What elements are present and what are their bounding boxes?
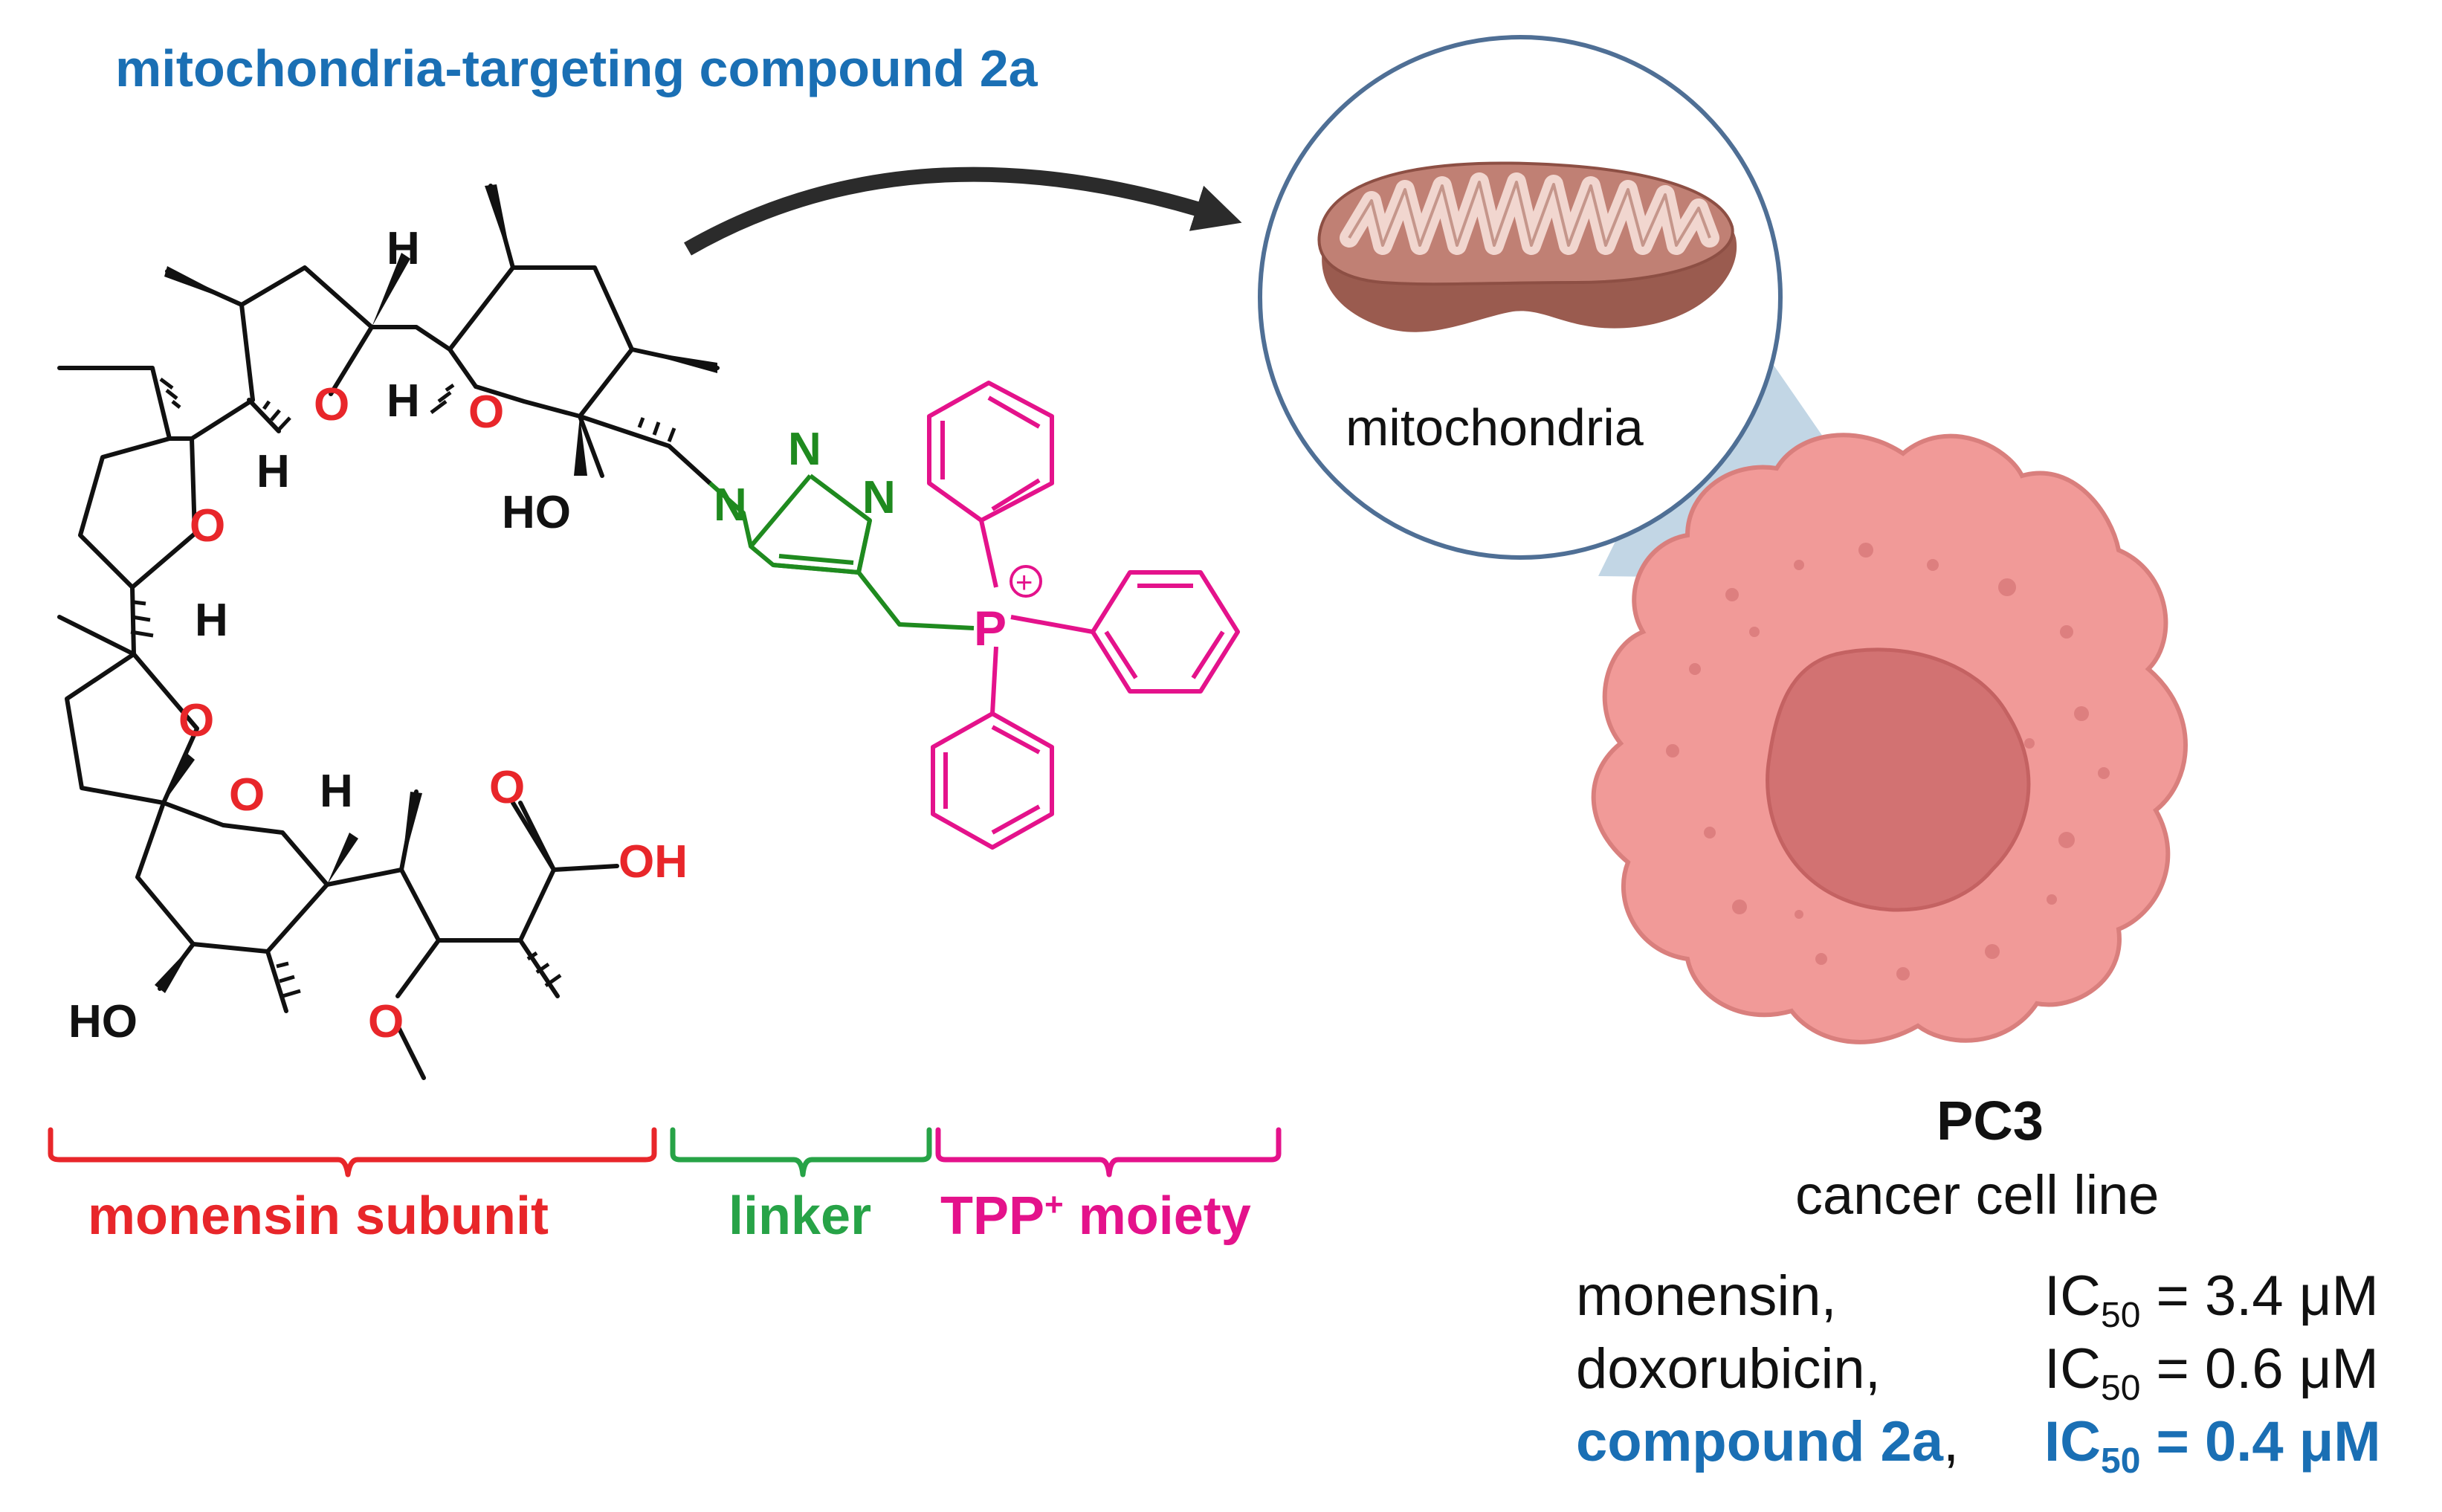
svg-text:N: N (862, 472, 896, 523)
cell-line-subtitle: cancer cell line (1795, 1164, 2160, 1226)
hydroxyl-h-overlays: H (502, 487, 535, 538)
triazole-atoms: N N N (714, 424, 896, 531)
svg-text:+: + (1015, 566, 1033, 599)
tpp-text: TPP (940, 1186, 1045, 1246)
ic50-value: IC50 = 0.4 μM (2044, 1410, 2381, 1482)
svg-text:H: H (320, 766, 353, 817)
mitochondrion-illustration (1317, 161, 1737, 332)
linker-bracket (670, 1127, 932, 1177)
svg-text:N: N (714, 479, 747, 531)
tpp-atoms: P + (974, 565, 1042, 656)
svg-text:H: H (256, 446, 290, 497)
cell-granules (1666, 543, 2110, 980)
svg-text:O: O (468, 387, 504, 438)
svg-text:O: O (229, 769, 265, 821)
monensin-bonds (57, 184, 720, 1080)
monensin-subunit-label: monensin subunit (88, 1186, 549, 1246)
tpp-suffix: moiety (1063, 1186, 1251, 1246)
tpp-bracket (935, 1127, 1282, 1177)
stereo-wedges (155, 184, 717, 993)
svg-text:O: O (190, 500, 225, 552)
segment-brackets (48, 1127, 1282, 1177)
svg-text:O: O (178, 695, 214, 746)
monensin-bracket (48, 1127, 657, 1177)
svg-text:P: P (974, 601, 1007, 656)
ic50-value: IC50 = 3.4 μM (2044, 1264, 2379, 1336)
cell-nucleus (1766, 647, 2031, 912)
cancer-cell (1591, 433, 2188, 1044)
monensin-atoms: O O O O O O O OH HO HO H H H H H (68, 223, 688, 1047)
cell-line-name: PC3 (1937, 1090, 2044, 1151)
stereo-hashes (130, 378, 676, 998)
svg-text:H: H (387, 223, 420, 274)
svg-text:O: O (489, 762, 525, 813)
figure-title: mitochondria-targeting compound 2a (115, 39, 1038, 97)
ic50-value: IC50 = 0.6 μM (2044, 1337, 2379, 1409)
ic50-compound: monensin, (1576, 1264, 1837, 1328)
tpp-bonds (927, 381, 1240, 850)
svg-text:O: O (368, 996, 404, 1047)
svg-text:H: H (195, 595, 228, 646)
svg-text:O: O (314, 379, 349, 430)
tpp-moiety-label: TPP+ moiety (940, 1186, 1251, 1247)
tpp-charge: + (1044, 1186, 1064, 1223)
ic50-compound: doxorubicin, (1576, 1337, 1881, 1400)
mitochondria-zoom (1258, 35, 1783, 560)
svg-text:HO: HO (68, 996, 138, 1047)
svg-text:H: H (387, 375, 420, 427)
linker-bonds (708, 474, 975, 630)
linker-label: linker (729, 1186, 872, 1246)
mitochondria-label: mitochondria (1346, 398, 1644, 456)
ic50-compound: compound 2a, (1576, 1410, 1960, 1473)
svg-text:HO: HO (502, 487, 571, 538)
svg-text:N: N (788, 424, 821, 475)
target-arrow (684, 167, 1242, 256)
svg-text:OH: OH (618, 836, 688, 888)
